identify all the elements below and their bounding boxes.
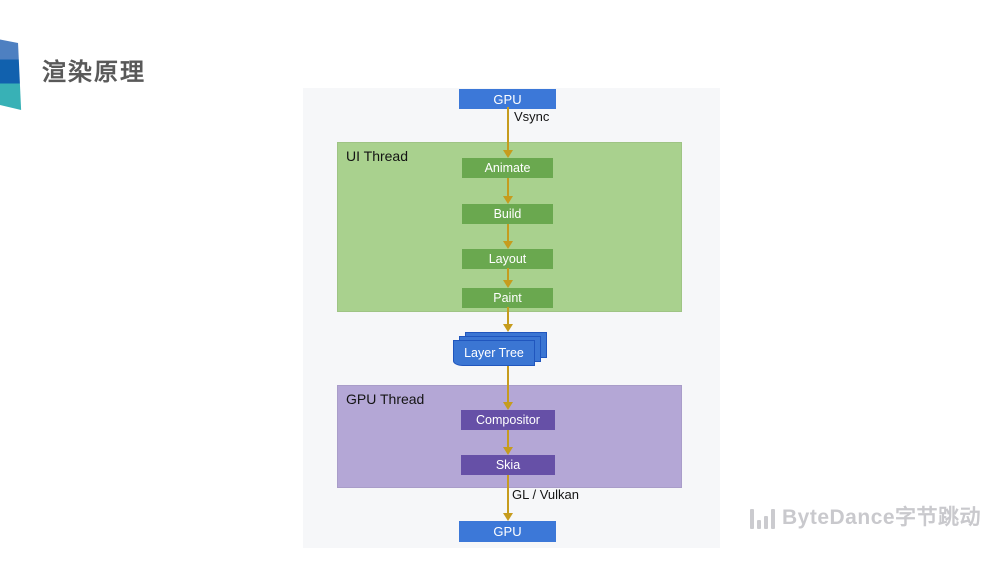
vsync-label: Vsync — [514, 109, 550, 124]
node-compositor: Compositor — [461, 410, 555, 430]
arrow-layertree-to-compositor-icon — [503, 366, 513, 410]
gpu-thread-label: GPU Thread — [346, 391, 425, 407]
bytedance-logo-icon — [750, 509, 775, 530]
arrow-compositor-to-skia-icon — [503, 430, 513, 455]
arrow-build-to-layout-icon — [503, 224, 513, 249]
arrow-animate-to-build-icon — [503, 178, 513, 204]
corner-flag-logo-icon — [0, 39, 22, 110]
arrow-layout-to-paint-icon — [503, 268, 513, 288]
slide-title: 渲染原理 — [42, 59, 146, 86]
node-layout: Layout — [462, 249, 553, 269]
arrow-skia-to-gpu-icon — [503, 475, 513, 521]
brand-watermark: ByteDance字节跳动 — [750, 504, 981, 530]
node-animate: Animate — [462, 158, 553, 178]
node-skia: Skia — [461, 455, 555, 475]
node-build: Build — [462, 204, 553, 224]
gl-vulkan-label: GL / Vulkan — [512, 487, 579, 502]
arrow-paint-to-layertree-icon — [503, 307, 513, 332]
node-layer-tree: Layer Tree — [453, 340, 535, 366]
node-gpu-bottom: GPU — [459, 521, 556, 542]
arrow-gpu-to-animate-icon — [503, 107, 513, 158]
brand-name: ByteDance字节跳动 — [782, 506, 982, 529]
node-paint: Paint — [462, 288, 553, 308]
ui-thread-label: UI Thread — [346, 148, 408, 164]
node-gpu-top: GPU — [459, 89, 556, 109]
